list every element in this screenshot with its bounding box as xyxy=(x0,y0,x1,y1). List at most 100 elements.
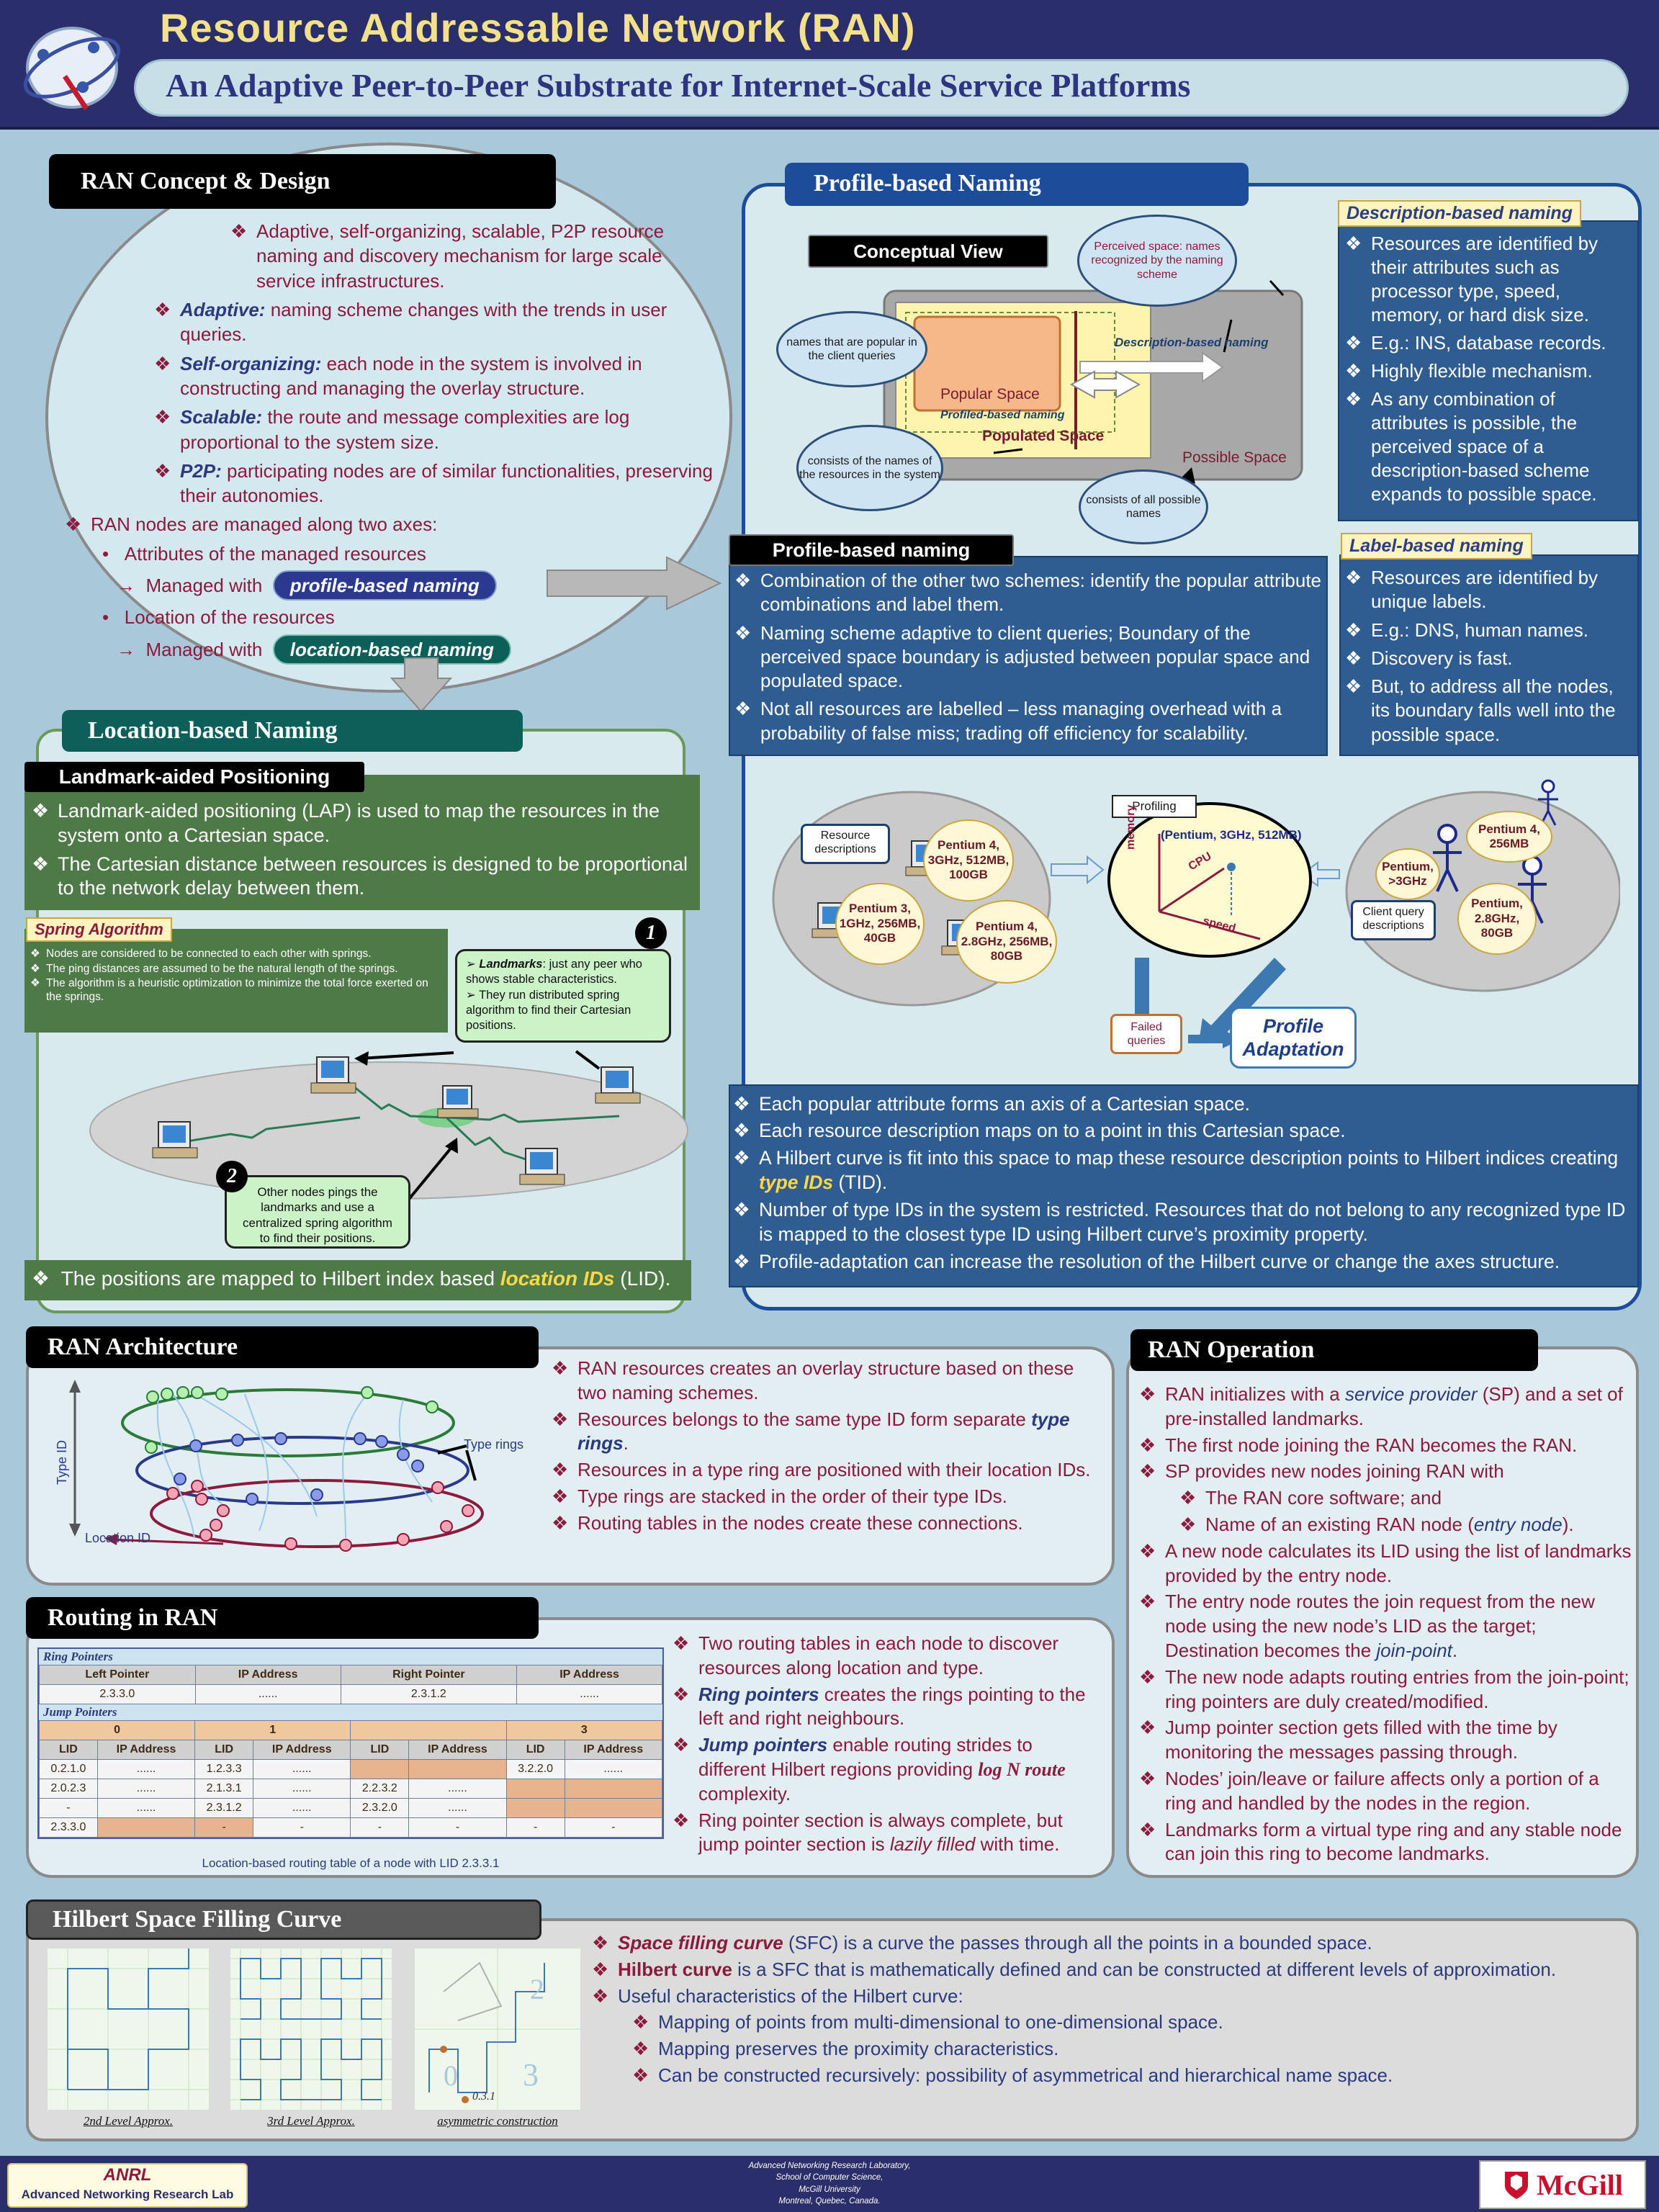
arch-item: RAN resources creates an overlay structu… xyxy=(552,1357,1106,1406)
query-label: Pentium, 2.8GHz, 80GB xyxy=(1457,883,1537,955)
operation-heading: RAN Operation xyxy=(1130,1329,1538,1371)
pb-item: Combination of the other two schemes: id… xyxy=(734,569,1325,617)
hilbert-caption-1: 2nd Level Approx. xyxy=(83,2114,174,2128)
axis-location: • Location of the resources xyxy=(102,606,335,629)
desc-item: As any combination of attributes is poss… xyxy=(1345,387,1636,506)
computer-icon xyxy=(595,1066,641,1104)
profile-bottom-item: Each resource description maps on to a p… xyxy=(733,1118,1636,1143)
conceptual-diagram xyxy=(883,279,1303,508)
hilbert-caption-3: asymmetric construction xyxy=(437,2114,558,2128)
popular-names-oval: names that are popular in the client que… xyxy=(776,311,927,387)
profile-heading: Profile-based Naming xyxy=(785,163,1249,206)
table-cell xyxy=(505,1798,565,1818)
hilbert-item: Useful characteristics of the Hilbert cu… xyxy=(592,1984,1629,2009)
table-cell: 3.2.2.0 xyxy=(505,1759,565,1779)
header-cell: IP Address xyxy=(96,1740,196,1760)
hilbert-item: Space filling curve (SFC) is a curve the… xyxy=(592,1931,1629,1956)
routing-item: Ring pointers creates the rings pointing… xyxy=(673,1683,1102,1732)
hilbert-subitem: Mapping preserves the proximity characte… xyxy=(632,2037,1629,2062)
callout-1-line-b: ➢ They run distributed spring algorithm … xyxy=(466,989,631,1032)
desc-arrow-label: Description-based naming xyxy=(1115,336,1269,349)
header-cell: IP Address xyxy=(253,1740,351,1760)
table-cell xyxy=(564,1798,662,1818)
routing-item: Ring pointer section is always complete,… xyxy=(673,1809,1102,1858)
location-pill: location-based naming xyxy=(272,634,511,665)
arch-item: Resources in a type ring are positioned … xyxy=(552,1458,1106,1483)
computer-icon xyxy=(519,1148,565,1185)
desc-item: E.g.: INS, database records. xyxy=(1345,331,1636,355)
profile-adaptation-box: Profile Adaptation xyxy=(1230,1007,1357,1069)
operation-item: The new node adapts routing entries from… xyxy=(1139,1665,1632,1714)
header-title: Resource Addressable Network (RAN) xyxy=(160,5,916,50)
ring-pointers-label: Ring Pointers xyxy=(39,1649,662,1665)
badge-number-1: 1 xyxy=(635,917,667,949)
lap-item: Landmark-aided positioning (LAP) is used… xyxy=(32,799,694,848)
concept-item: Scalable: the route and message complexi… xyxy=(154,405,720,454)
user-icon xyxy=(1433,824,1462,892)
group-cell: 3 xyxy=(505,1720,663,1740)
table-cell: - xyxy=(253,1817,351,1838)
desc-item: Highly flexible mechanism. xyxy=(1345,359,1636,383)
user-icon xyxy=(1538,779,1558,826)
label-item: Resources are identified by unique label… xyxy=(1345,566,1636,614)
profile-bottom-list: Each popular attribute forms an axis of … xyxy=(733,1092,1636,1276)
concept-item: Self-organizing: each node in the system… xyxy=(154,351,720,401)
subtitle-bar xyxy=(134,59,1629,117)
query-label: Pentium 4, 256MB xyxy=(1466,811,1552,863)
routing-item: Two routing tables in each node to disco… xyxy=(673,1632,1102,1681)
computer-icon xyxy=(152,1121,198,1159)
table-cell: ...... xyxy=(253,1759,351,1779)
table-cell: - xyxy=(408,1817,507,1838)
spring-badge: Spring Algorithm xyxy=(26,917,172,942)
managed-profile-row: → Managed with profile-based naming xyxy=(117,570,720,601)
operation-list: RAN initializes with a service provider … xyxy=(1139,1382,1632,1869)
header-cell: LID xyxy=(194,1740,254,1760)
spring-item: Nodes are considered to be connected to … xyxy=(30,948,441,961)
client-query-box: Client query descriptions xyxy=(1351,900,1436,940)
routing-caption: Location-based routing table of a node w… xyxy=(202,1856,500,1870)
table-cell: 2.3.2.0 xyxy=(350,1798,410,1818)
concept-intro: Adaptive, self-organizing, scalable, P2P… xyxy=(230,219,720,293)
arch-item: Routing tables in the nodes create these… xyxy=(552,1511,1106,1536)
table-cell: - xyxy=(350,1817,410,1838)
anrl-subtitle: Advanced Networking Research Lab xyxy=(21,2188,234,2201)
footer-bar xyxy=(0,2156,1659,2212)
anrl-logo: ANRL Advanced Networking Research Lab xyxy=(7,2163,248,2208)
arrow-to-location xyxy=(390,657,453,713)
arch-item: Type rings are stacked in the order of t… xyxy=(552,1485,1106,1509)
desc-badge: Description-based naming xyxy=(1338,200,1581,227)
profiled-label: Profiled-based naming xyxy=(940,409,1065,421)
conceptual-view-label: Conceptual View xyxy=(808,235,1048,268)
badge-number-2: 2 xyxy=(216,1161,248,1192)
mcgill-logo: McGill xyxy=(1479,2160,1646,2209)
routing-item: Jump pointers enable routing strides to … xyxy=(673,1733,1102,1806)
concept-heading: RAN Concept & Design xyxy=(49,154,556,209)
query-label: Pentium, >3GHz xyxy=(1375,848,1440,900)
pb-list: Combination of the other two schemes: id… xyxy=(734,569,1325,750)
table-cell: 2.1.3.1 xyxy=(194,1779,254,1799)
desc-list: Resources are identified by their attrib… xyxy=(1345,232,1636,511)
managed-location-row: → Managed with location-based naming xyxy=(117,634,720,665)
table-cell: 2.2.3.2 xyxy=(350,1779,410,1799)
type-rings-label: Type rings xyxy=(464,1437,524,1452)
table-cell: 0.2.1.0 xyxy=(39,1759,98,1779)
concept-body: Adaptive, self-organizing, scalable, P2P… xyxy=(65,219,720,665)
lap-item: The Cartesian distance between resources… xyxy=(32,853,694,902)
label-list: Resources are identified by unique label… xyxy=(1345,566,1636,751)
operation-item: Jump pointer section gets filled with th… xyxy=(1139,1716,1632,1765)
svg-text:0: 0 xyxy=(444,2059,458,2092)
profiling-tag: Profiling xyxy=(1112,795,1197,818)
arch-item: Resources belongs to the same type ID fo… xyxy=(552,1408,1106,1457)
hilbert-caption-2: 3rd Level Approx. xyxy=(267,2114,355,2128)
lap-heading: Landmark-aided Positioning xyxy=(24,762,364,792)
table-cell: 1.2.3.3 xyxy=(194,1759,254,1779)
header-cell: LID xyxy=(39,1740,98,1760)
pc-label: Pentium 4, 3GHz, 512MB, 100GB xyxy=(923,819,1014,902)
table-cell: ...... xyxy=(408,1779,507,1799)
computer-icon xyxy=(437,1085,479,1118)
operation-subitem: Name of an existing RAN node (entry node… xyxy=(1179,1513,1632,1537)
anrl-title: ANRL xyxy=(103,2165,152,2185)
type-rings-diagram xyxy=(69,1380,484,1552)
pb-heading: Profile-based naming xyxy=(729,534,1014,566)
